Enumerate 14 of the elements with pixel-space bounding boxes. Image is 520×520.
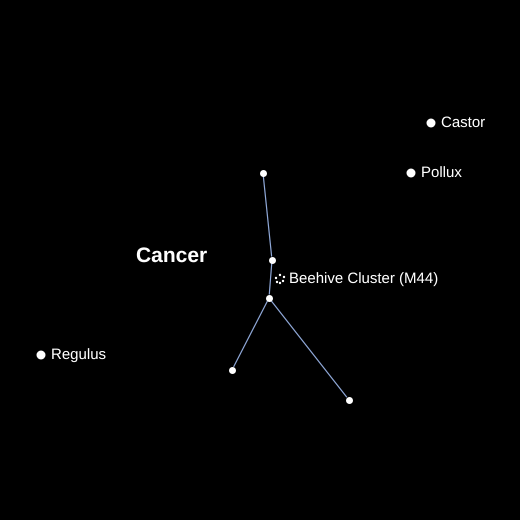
star-dot <box>346 396 352 404</box>
star-dot <box>228 366 236 374</box>
star-name: Beehive Cluster (M44) <box>289 270 438 288</box>
star-dot <box>266 294 272 302</box>
star-dot <box>260 170 266 176</box>
star-name: Castor <box>441 114 486 132</box>
constellation-name: Cancer <box>136 243 208 269</box>
constellation-line <box>262 176 272 257</box>
constellation-line <box>233 300 268 368</box>
constellation-line <box>268 263 272 295</box>
star-name: Pollux <box>421 164 462 182</box>
star-dot <box>268 256 276 264</box>
star-name: Regulus <box>51 346 106 364</box>
constellation-line <box>270 300 348 398</box>
